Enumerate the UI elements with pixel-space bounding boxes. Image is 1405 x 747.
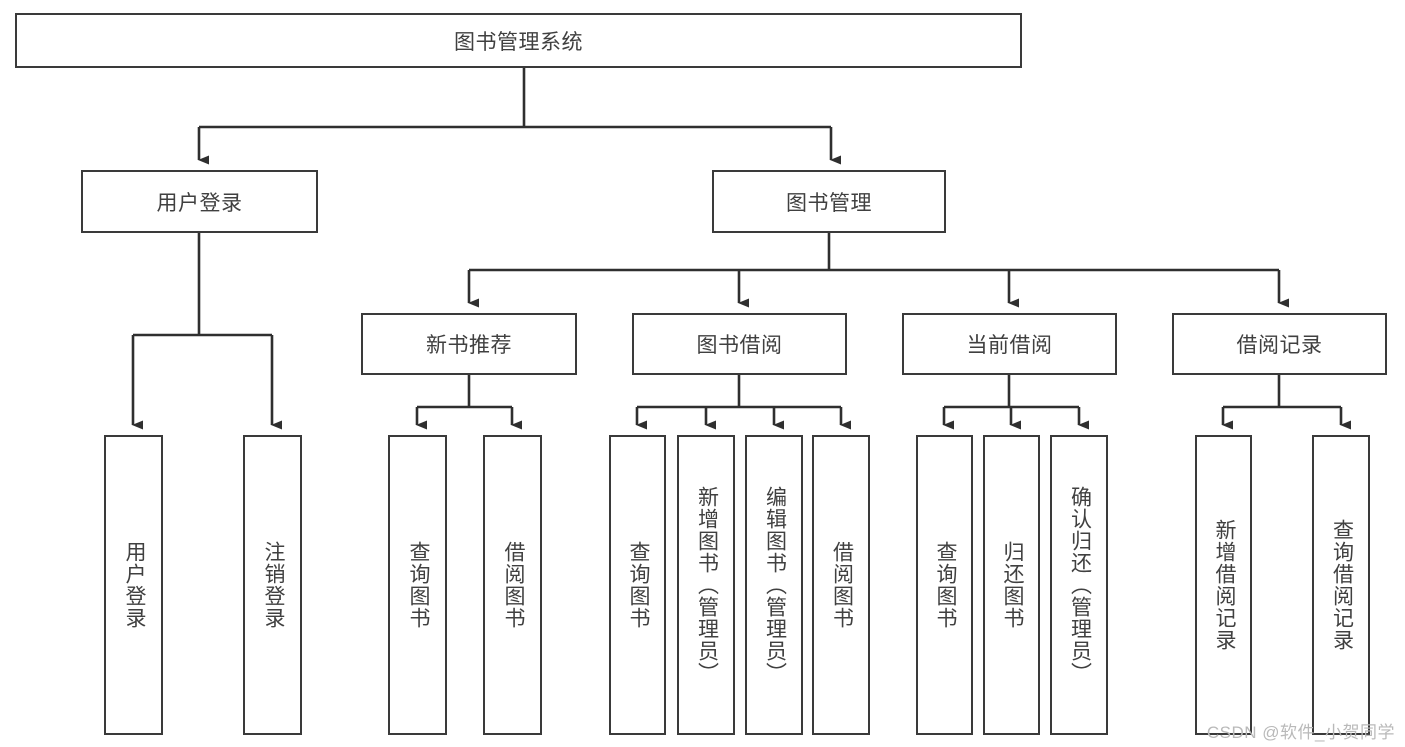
leaf-add-record[interactable]: 新增借阅记录 xyxy=(1195,435,1252,735)
node-borrow-record[interactable]: 借阅记录 xyxy=(1172,313,1387,375)
leaf-return-book-label: 归还图书 xyxy=(1000,541,1024,629)
node-book-borrow-label: 图书借阅 xyxy=(696,334,783,357)
node-root[interactable]: 图书管理系统 xyxy=(15,13,1022,68)
node-user-login[interactable]: 用户登录 xyxy=(81,170,318,233)
leaf-edit-book[interactable]: 编辑图书（管理员） xyxy=(745,435,803,735)
leaf-confirm-return-label: 确认归还（管理员） xyxy=(1068,486,1092,684)
leaf-user-logout-label: 注销登录 xyxy=(261,541,285,629)
node-root-label: 图书管理系统 xyxy=(454,30,583,54)
leaf-query-book-1-label: 查询图书 xyxy=(406,541,430,629)
node-borrow-record-label: 借阅记录 xyxy=(1236,334,1323,357)
leaf-add-record-label: 新增借阅记录 xyxy=(1212,519,1236,651)
leaf-borrow-book-1[interactable]: 借阅图书 xyxy=(483,435,542,735)
node-book-manage-label: 图书管理 xyxy=(786,191,872,215)
leaf-edit-book-label: 编辑图书（管理员） xyxy=(763,486,787,684)
leaf-add-book-label: 新增图书（管理员） xyxy=(695,486,719,684)
node-book-borrow[interactable]: 图书借阅 xyxy=(632,313,847,375)
leaf-add-book[interactable]: 新增图书（管理员） xyxy=(677,435,735,735)
node-book-manage[interactable]: 图书管理 xyxy=(712,170,946,233)
leaf-query-record[interactable]: 查询借阅记录 xyxy=(1312,435,1370,735)
node-new-book-recommend[interactable]: 新书推荐 xyxy=(361,313,577,375)
leaf-borrow-book-2-label: 借阅图书 xyxy=(830,541,854,629)
watermark: CSDN @软件_小贺同学 xyxy=(1206,723,1395,742)
leaf-query-book-3[interactable]: 查询图书 xyxy=(916,435,973,735)
leaf-user-logout[interactable]: 注销登录 xyxy=(243,435,302,735)
leaf-query-book-2-label: 查询图书 xyxy=(626,541,650,629)
leaf-query-book-1[interactable]: 查询图书 xyxy=(388,435,447,735)
leaf-borrow-book-1-label: 借阅图书 xyxy=(501,541,525,629)
node-current-borrow-label: 当前借阅 xyxy=(966,334,1053,357)
leaf-query-book-3-label: 查询图书 xyxy=(933,541,957,629)
node-user-login-label: 用户登录 xyxy=(156,191,243,215)
node-new-book-recommend-label: 新书推荐 xyxy=(426,334,512,357)
leaf-user-login-label: 用户登录 xyxy=(122,541,146,629)
leaf-return-book[interactable]: 归还图书 xyxy=(983,435,1040,735)
leaf-query-record-label: 查询借阅记录 xyxy=(1330,519,1354,651)
leaf-query-book-2[interactable]: 查询图书 xyxy=(609,435,666,735)
node-current-borrow[interactable]: 当前借阅 xyxy=(902,313,1117,375)
leaf-user-login[interactable]: 用户登录 xyxy=(104,435,163,735)
leaf-confirm-return[interactable]: 确认归还（管理员） xyxy=(1050,435,1108,735)
leaf-borrow-book-2[interactable]: 借阅图书 xyxy=(812,435,870,735)
